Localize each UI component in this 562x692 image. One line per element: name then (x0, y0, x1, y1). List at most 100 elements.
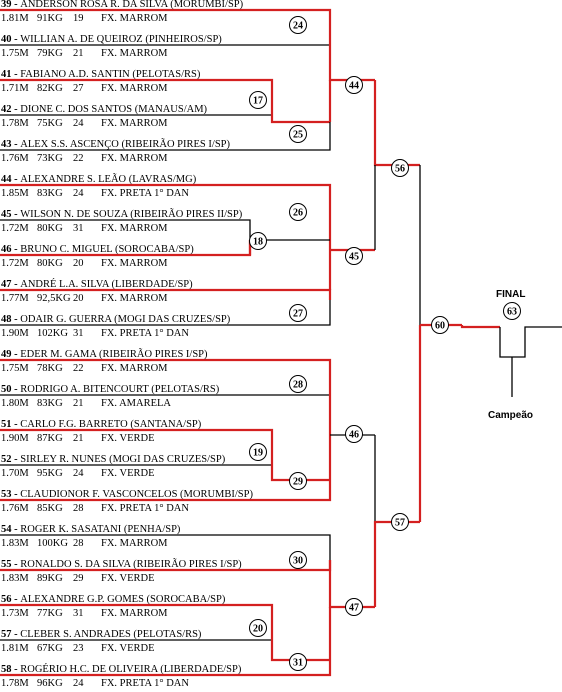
match-circle (431, 316, 449, 334)
match-circle (289, 375, 307, 393)
match-25-lines (0, 80, 332, 151)
athlete-stat: 96KG (37, 678, 63, 689)
match-circle (289, 125, 307, 143)
match-number: 17 (253, 96, 263, 107)
athlete-stat: 91KG (37, 13, 63, 24)
athlete-stat: 1.73M (1, 608, 29, 619)
athlete-stat: FX. MARROM (101, 258, 168, 269)
athlete-stat: FX. MARROM (101, 48, 168, 59)
athlete-43: 43 - ALEX S.S. ASCENÇO (RIBEIRÃO PIRES I… (1, 138, 230, 164)
athlete-stat: FX. PRETA 1° DAN (101, 678, 189, 689)
athlete-stat: 28 (73, 538, 84, 549)
match-44-marker: 44 (345, 76, 363, 94)
athlete-stat: 22 (73, 363, 84, 374)
match-29-marker: 29 (289, 472, 307, 490)
match-56-marker: 56 (391, 159, 409, 177)
match-number: 57 (395, 518, 405, 529)
match-number: 26 (293, 208, 303, 219)
athlete-stat: 1.75M (1, 363, 29, 374)
match-number: 18 (253, 237, 263, 248)
athlete-stat: 1.72M (1, 223, 29, 234)
match-circle (289, 653, 307, 671)
match-28-lines (0, 358, 332, 435)
athlete-52: 52 - SIRLEY R. NUNES (MOGI DAS CRUZES/SP… (1, 454, 226, 479)
athlete-stat: 100KG (37, 538, 68, 549)
match-46-marker: 46 (345, 425, 363, 443)
athlete-stat: FX. MARROM (101, 118, 168, 129)
athlete-stat: 85KG (37, 503, 63, 514)
athlete-name: 58 - ROGÉRIO H.C. DE OLIVEIRA (LIBERDADE… (1, 663, 242, 675)
match-number: 44 (349, 81, 359, 92)
athlete-stat: FX. MARROM (101, 83, 168, 94)
match-number: 45 (349, 252, 359, 263)
athlete-name: 52 - SIRLEY R. NUNES (MOGI DAS CRUZES/SP… (1, 454, 226, 465)
match-30-marker: 30 (289, 551, 307, 569)
match-number: 46 (349, 430, 359, 441)
match-number: 20 (253, 624, 263, 635)
athlete-stat: 95KG (37, 468, 63, 479)
athlete-list: 39 - ANDERSON ROSA R. DA SILVA (MORUMBI/… (1, 0, 253, 689)
athlete-stat: 31 (73, 608, 84, 619)
athlete-name: 44 - ALEXANDRE S. LEÃO (LAVRAS/MG) (1, 173, 197, 185)
athlete-stat: 1.71M (1, 83, 29, 94)
match-18-marker: 18 (249, 232, 267, 250)
athlete-name: 49 - EDER M. GAMA (RIBEIRÃO PIRES I/SP) (1, 348, 208, 360)
match-number: 63 (507, 307, 517, 318)
athlete-stat: 22 (73, 153, 84, 164)
match-number: 29 (293, 477, 303, 488)
final-label: FINAL (496, 289, 525, 300)
match-31-lines (0, 607, 332, 677)
athlete-stat: 24 (73, 678, 84, 689)
athlete-40: 40 - WILLIAN A. DE QUEIROZ (PINHEIROS/SP… (1, 34, 222, 59)
athlete-stat: 31 (73, 328, 84, 339)
athlete-stat: 27 (73, 83, 84, 94)
match-circle (289, 472, 307, 490)
match-number: 47 (349, 603, 359, 614)
athlete-stat: 1.90M (1, 328, 29, 339)
athlete-stat: 77KG (37, 608, 63, 619)
athlete-stat: FX. PRETA 1° DAN (101, 328, 189, 339)
match-63-marker: 63 (503, 302, 521, 320)
athlete-stat: 1.70M (1, 468, 29, 479)
match-circle (391, 159, 409, 177)
match-circle (289, 304, 307, 322)
athlete-stat: 80KG (37, 223, 63, 234)
athlete-47: 47 - ANDRÉ L.A. SILVA (LIBERDADE/SP)1.77… (1, 278, 193, 304)
athlete-stat: FX. MARROM (101, 608, 168, 619)
match-24-marker: 24 (289, 16, 307, 34)
match-number: 27 (293, 309, 303, 320)
match-circle (345, 247, 363, 265)
athlete-stat: 31 (73, 223, 84, 234)
athlete-51: 51 - CARLO F.G. BARRETO (SANTANA/SP)1.90… (1, 419, 202, 444)
athlete-stat: 21 (73, 48, 84, 59)
athlete-name: 47 - ANDRÉ L.A. SILVA (LIBERDADE/SP) (1, 278, 193, 290)
match-circle (249, 619, 267, 637)
match-60-marker: 60 (431, 316, 449, 334)
match-number: 25 (293, 130, 303, 141)
match-circle (289, 16, 307, 34)
match-circle (249, 232, 267, 250)
athlete-stat: 24 (73, 188, 84, 199)
athlete-name: 39 - ANDERSON ROSA R. DA SILVA (MORUMBI/… (1, 0, 244, 10)
athlete-56: 56 - ALEXANDRE G.P. GOMES (SOROCABA/SP) 1… (1, 594, 226, 619)
match-circle (391, 513, 409, 531)
match-45-marker: 45 (345, 247, 363, 265)
athlete-stat: FX. PRETA 1° DAN (101, 503, 189, 514)
athlete-name: 56 - ALEXANDRE G.P. GOMES (SOROCABA/SP) (1, 594, 226, 605)
athlete-stat: 79KG (37, 48, 63, 59)
match-circle (345, 425, 363, 443)
athlete-stat: FX. PRETA 1° DAN (101, 188, 189, 199)
athlete-stat: 1.83M (1, 573, 29, 584)
champion-label: Campeão (488, 410, 533, 421)
match-circle (345, 598, 363, 616)
athlete-57: 57 - CLEBER S. ANDRADES (PELOTAS/RS)1.81… (1, 629, 202, 654)
athlete-stat: 28 (73, 503, 84, 514)
match-20-lines (0, 603, 330, 662)
athlete-stat: 29 (73, 573, 84, 584)
athlete-stat: 21 (73, 433, 84, 444)
match-31-marker: 31 (289, 653, 307, 671)
athlete-name: 42 - DIONE C. DOS SANTOS (MANAUS/AM) (1, 104, 208, 115)
athlete-stat: 87KG (37, 433, 63, 444)
